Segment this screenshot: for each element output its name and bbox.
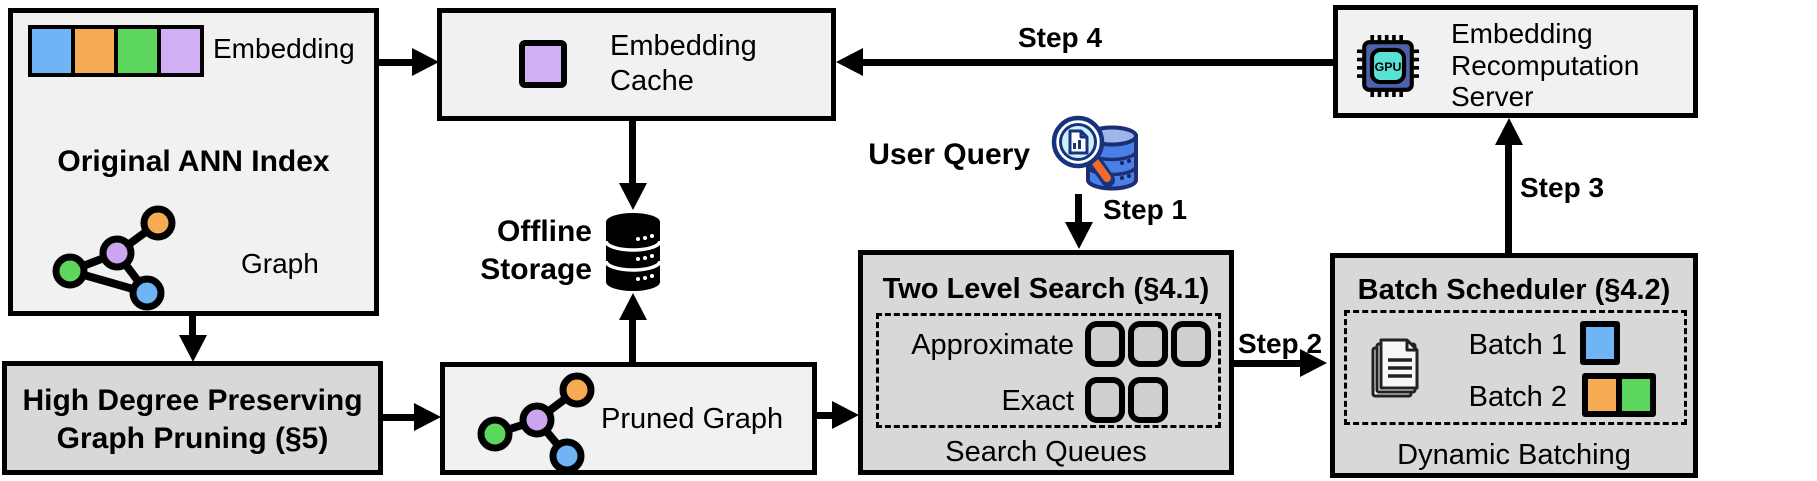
exact-row-label: Exact xyxy=(1001,385,1074,417)
embedding-cell-purple xyxy=(157,29,200,73)
queue-slot-icon xyxy=(1128,377,1168,423)
embedding-label: Embedding xyxy=(213,33,355,64)
two-level-search-box: Two Level Search (§4.1) Approximate Exac… xyxy=(858,250,1234,475)
queue-slot-icon xyxy=(1171,321,1211,367)
batch-item-blue xyxy=(1580,321,1620,365)
embedding-cache-label: Embedding Cache xyxy=(610,30,757,98)
gpu-chip-icon: GPU xyxy=(1357,35,1419,97)
batch-item-green xyxy=(1616,373,1656,417)
original-graph-icon xyxy=(52,205,176,311)
offline-storage-db-icon xyxy=(604,213,662,291)
queue-slot-icon xyxy=(1085,377,1125,423)
batch-scheduler-box: Batch Scheduler (§4.2) Batch 1 Batch 2 D… xyxy=(1330,253,1698,478)
pruned-graph-label: Pruned Graph xyxy=(601,403,784,435)
cached-embedding-icon xyxy=(519,40,567,88)
exact-queue-icons xyxy=(1085,377,1168,423)
query-documents-icon xyxy=(1371,338,1419,398)
embedding-cell-orange xyxy=(71,29,114,73)
embedding-cell-blue xyxy=(32,29,71,73)
search-queues-dashed-box: Approximate Exact xyxy=(876,313,1221,428)
approximate-queue-icons xyxy=(1085,321,1211,367)
high-degree-pruning-box: High Degree Preserving Graph Pruning (§5… xyxy=(2,361,383,475)
batch1-icons xyxy=(1580,321,1620,365)
original-ann-index-box: Embedding Original ANN Index Graph xyxy=(8,8,379,316)
dynamic-batching-dashed-box: Batch 1 Batch 2 xyxy=(1344,310,1687,425)
dynamic-batching-footer: Dynamic Batching xyxy=(1397,439,1631,471)
recomputation-server-box: GPU Embedding Recomputation Server xyxy=(1333,5,1698,118)
batch1-label: Batch 1 xyxy=(1468,329,1567,361)
batch-scheduler-title: Batch Scheduler (§4.2) xyxy=(1357,274,1671,306)
batch2-icons xyxy=(1582,373,1656,417)
step3-label: Step 3 xyxy=(1520,172,1605,203)
offline-storage-label: Offline Storage xyxy=(480,215,592,286)
step1-label: Step 1 xyxy=(1103,194,1188,225)
step4-label: Step 4 xyxy=(1017,22,1103,53)
search-queues-footer: Search Queues xyxy=(945,436,1147,468)
gpu-icon-label: GPU xyxy=(1375,60,1402,74)
ann-index-title: Original ANN Index xyxy=(57,145,330,178)
two-level-search-title: Two Level Search (§4.1) xyxy=(882,273,1210,305)
embedding-vector-icon xyxy=(28,25,204,77)
queue-slot-icon xyxy=(1128,321,1168,367)
graph-label: Graph xyxy=(241,248,319,279)
pruned-graph-icon xyxy=(477,372,595,474)
queue-slot-icon xyxy=(1085,321,1125,367)
step2-label: Step 2 xyxy=(1237,328,1323,359)
recomputation-server-label: Embedding Recomputation Server xyxy=(1451,18,1640,113)
user-query-icon xyxy=(1051,115,1138,191)
batch2-label: Batch 2 xyxy=(1468,381,1567,413)
user-query-label: User Query xyxy=(868,138,1030,171)
approximate-row-label: Approximate xyxy=(911,329,1074,361)
pruned-graph-box: Pruned Graph xyxy=(440,362,817,475)
embedding-cell-green xyxy=(114,29,157,73)
embedding-cache-box: Embedding Cache xyxy=(437,8,836,121)
high-degree-pruning-title: High Degree Preserving Graph Pruning (§5… xyxy=(22,384,363,455)
